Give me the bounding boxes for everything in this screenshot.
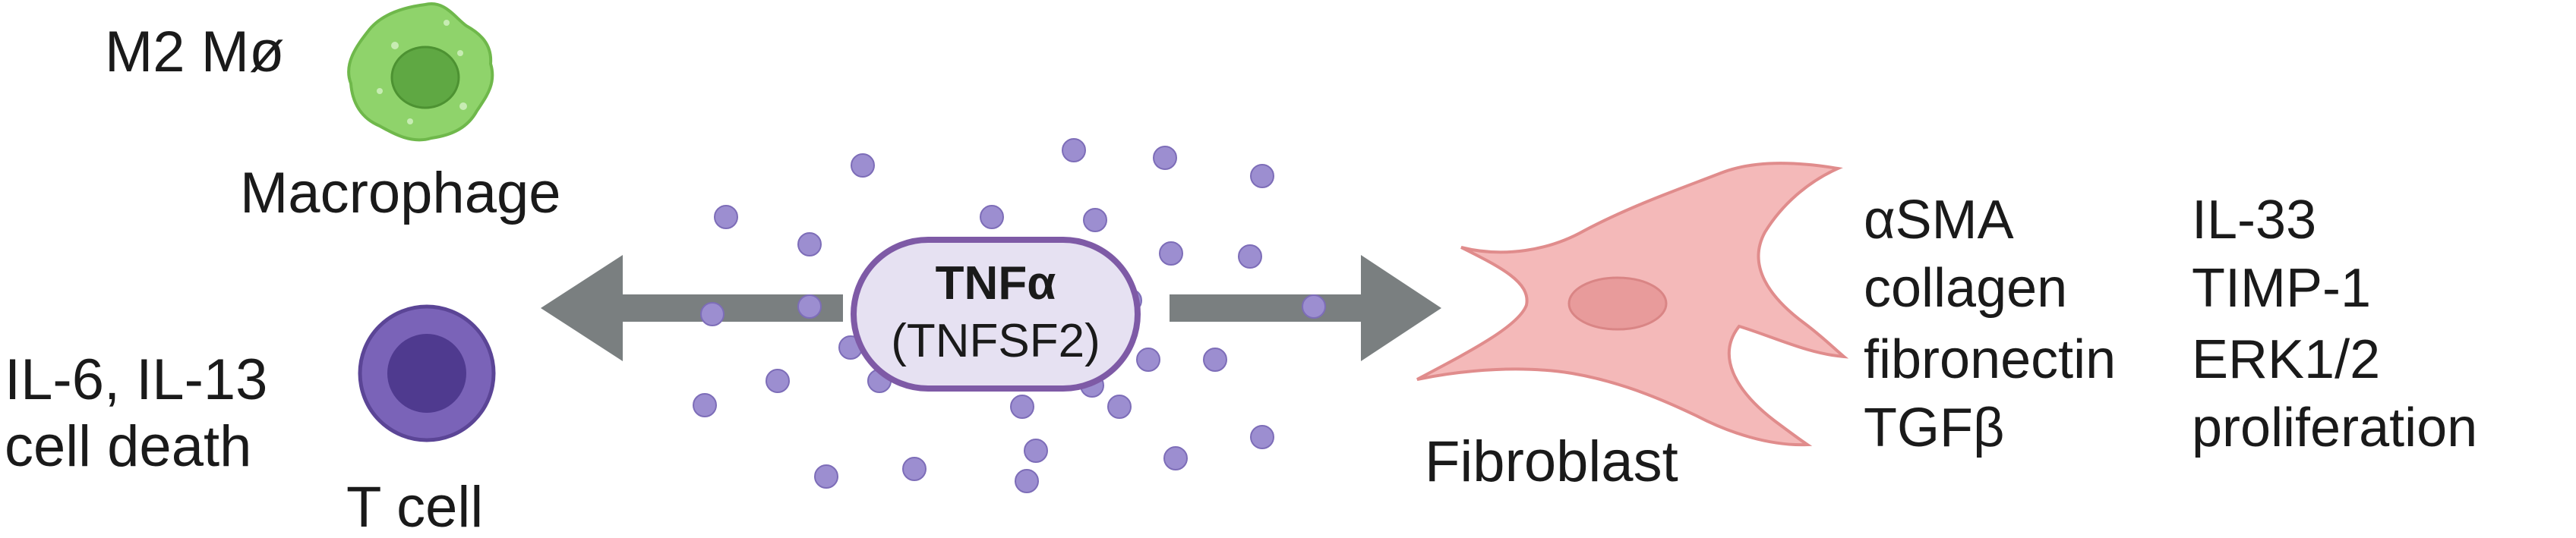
marker-col1-item: collagen bbox=[1864, 258, 2067, 319]
macrophage-name-label: Macrophage bbox=[240, 161, 561, 225]
fibroblast-markers-col2: IL-33 TIMP-1 ERK1/2 proliferation bbox=[2192, 190, 2477, 458]
marker-col1-item: fibronectin bbox=[1864, 329, 2116, 390]
tnf-capsule bbox=[851, 237, 1141, 392]
macrophage-subtype-label: M2 Mø bbox=[105, 20, 284, 84]
fibroblast-markers-col1: αSMA collagen fibronectin TGFβ bbox=[1864, 190, 2116, 458]
marker-col1-item: TGFβ bbox=[1864, 398, 2004, 458]
t-cell-effect-1: IL-6, IL-13 bbox=[5, 348, 267, 412]
t-cell-effect-2: cell death bbox=[5, 414, 251, 479]
t-cell-name-label: T cell bbox=[346, 475, 483, 534]
marker-col1-item: αSMA bbox=[1864, 190, 2014, 250]
right-arrow-icon bbox=[1170, 255, 1441, 361]
macrophage-cell-icon bbox=[347, 2, 494, 142]
tnf-particles bbox=[693, 138, 1326, 493]
marker-col2-item: proliferation bbox=[2192, 398, 2477, 458]
tnf-title-label: TNFα bbox=[936, 257, 1056, 310]
marker-col2-item: IL-33 bbox=[2192, 190, 2316, 250]
t-cell-icon bbox=[358, 304, 496, 442]
tnf-subtitle-label: (TNFSF2) bbox=[891, 315, 1100, 367]
fibroblast-cell-icon bbox=[1416, 162, 1849, 447]
fibroblast-name-label: Fibroblast bbox=[1425, 429, 1678, 494]
marker-col2-item: ERK1/2 bbox=[2192, 329, 2380, 390]
marker-col2-item: TIMP-1 bbox=[2192, 258, 2371, 319]
